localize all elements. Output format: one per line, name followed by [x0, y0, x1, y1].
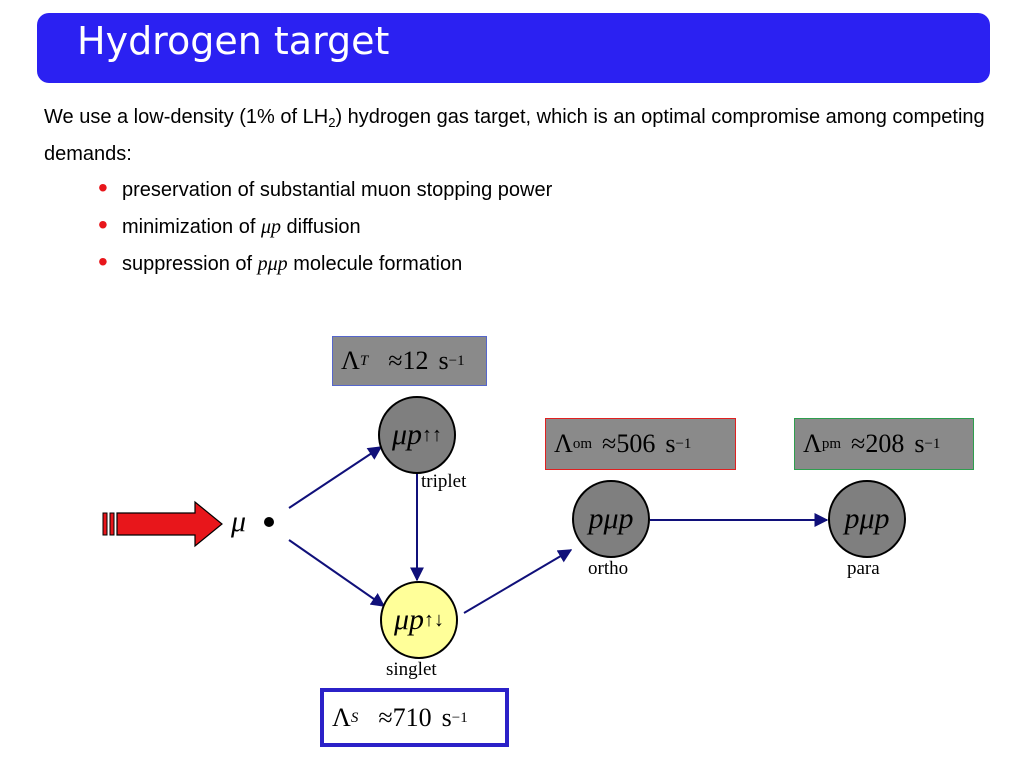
- node-symbol: pμp: [844, 502, 890, 535]
- approx-sign: ≈: [602, 429, 617, 458]
- rate-symbol: Λ: [332, 702, 351, 732]
- rate-unit: s: [665, 429, 676, 458]
- node-singlet: μp↑↓: [380, 581, 458, 659]
- approx-sign: ≈: [851, 429, 866, 458]
- label-singlet: singlet: [386, 659, 437, 680]
- label-ortho: ortho: [588, 558, 629, 579]
- rate-value: 506: [616, 429, 656, 458]
- muon-dot: [264, 517, 274, 527]
- bullet-math: μp: [260, 216, 281, 238]
- bullet-list: • preservation of substantial muon stopp…: [98, 172, 552, 283]
- bullet-icon: •: [98, 209, 108, 240]
- node-triplet: μp↑↑: [378, 396, 456, 474]
- arrow-singlet-to-ortho: [463, 549, 573, 614]
- bullet-item: • minimization of μp diffusion: [98, 209, 552, 246]
- arrow-to-singlet: [288, 539, 386, 607]
- rate-unit: s: [441, 702, 452, 732]
- intro-text-after: ) hydrogen gas target, which is an optim…: [44, 106, 985, 165]
- intro-subscript: 2: [328, 115, 336, 130]
- bullet-text: minimization of: [122, 216, 261, 238]
- rate-symbol: Λ: [341, 346, 360, 375]
- slide-title: Hydrogen target: [77, 19, 390, 63]
- bullet-item: • suppression of pμp molecule formation: [98, 246, 552, 283]
- muon-symbol: μ: [231, 505, 247, 538]
- bullet-text: preservation of substantial muon stoppin…: [122, 179, 553, 201]
- rate-value: 208: [865, 429, 905, 458]
- bullet-suffix: molecule formation: [287, 253, 463, 275]
- bullet-math: pμp: [257, 253, 288, 275]
- node-symbol: μp: [393, 603, 425, 636]
- rate-symbol: Λ: [803, 429, 822, 458]
- intro-paragraph: We use a low-density (1% of LH2) hydroge…: [44, 99, 994, 173]
- node-para: pμp: [828, 480, 906, 558]
- bullet-text: suppression of: [122, 253, 258, 275]
- rate-value: 12: [402, 346, 429, 375]
- arrow-to-triplet: [288, 446, 383, 509]
- node-ortho: pμp: [572, 480, 650, 558]
- muon-beam-arrow-icon: [102, 500, 223, 548]
- bullet-suffix: diffusion: [280, 216, 361, 238]
- rate-symbol: Λ: [554, 429, 573, 458]
- node-symbol: pμp: [588, 502, 634, 535]
- label-triplet: triplet: [421, 471, 467, 492]
- rate-unit: s: [914, 429, 925, 458]
- rate-value: 710: [392, 702, 432, 732]
- rate-unit: s: [438, 346, 449, 375]
- bullet-item: • preservation of substantial muon stopp…: [98, 172, 552, 209]
- title-bar: Hydrogen target: [37, 13, 990, 83]
- bullet-icon: •: [98, 246, 108, 277]
- intro-text-before: We use a low-density (1% of LH: [44, 106, 329, 128]
- node-symbol: μp: [391, 418, 423, 451]
- approx-sign: ≈: [378, 702, 393, 732]
- label-para: para: [847, 558, 880, 579]
- bullet-icon: •: [98, 172, 108, 203]
- approx-sign: ≈: [388, 346, 403, 375]
